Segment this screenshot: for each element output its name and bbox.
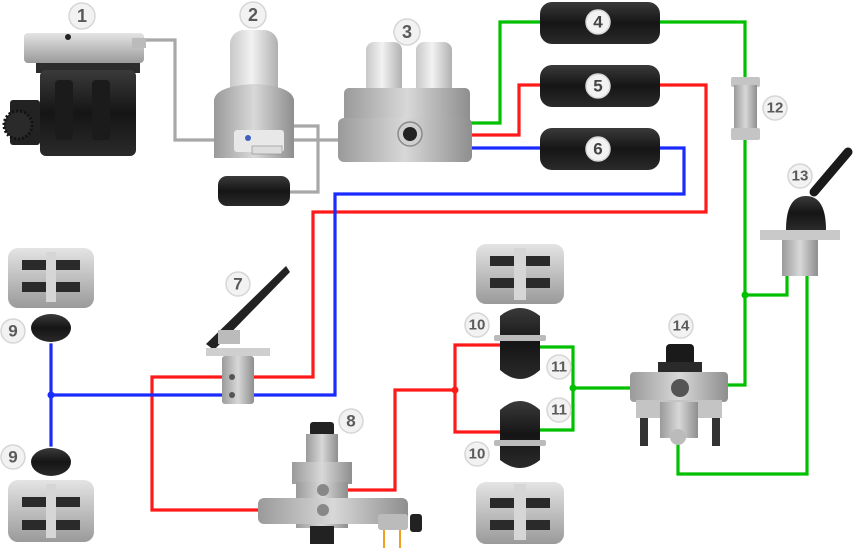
label-6: 6 <box>593 140 602 159</box>
label-2: 2 <box>248 5 258 25</box>
four-circuit-protection-valve[interactable] <box>338 42 472 162</box>
junction-dot <box>47 391 55 399</box>
pipe-relay-to-chambers-11 <box>523 345 632 432</box>
label-3: 3 <box>402 22 412 42</box>
air-reservoir-5[interactable]: 5 <box>540 65 660 107</box>
pipe-tank6-to-foot-valve <box>250 146 686 397</box>
sensor-wire <box>383 530 401 548</box>
rear-brake-upper[interactable] <box>476 244 564 379</box>
junction-dot <box>741 291 749 299</box>
pipe-foot-valve-to-front-chambers <box>49 343 224 447</box>
pipe-dryer-to-regen-tank <box>288 124 320 194</box>
label-11-lower: 11 <box>551 402 567 419</box>
pipes <box>47 20 809 548</box>
pipe-hand-valve-to-relay-control <box>676 273 809 476</box>
pipe-load-valve-to-chambers-10 <box>321 343 514 492</box>
label-10-lower: 10 <box>469 446 486 463</box>
label-12: 12 <box>767 100 784 117</box>
air-compressor[interactable] <box>2 33 146 156</box>
label-9-lower: 9 <box>8 448 17 467</box>
pipe-tank4-to-check-valve <box>658 20 747 80</box>
label-8: 8 <box>346 412 355 431</box>
check-valve[interactable] <box>731 77 760 140</box>
pipe-junction-to-hand-valve <box>743 273 789 297</box>
label-7: 7 <box>233 275 242 294</box>
number-badges: 1 2 3 7 8 9 9 10 10 11 11 12 13 14 <box>0 1 813 470</box>
pipe-valve3-to-tank5 <box>468 83 542 137</box>
label-4: 4 <box>593 13 603 32</box>
regeneration-tank[interactable] <box>218 176 290 206</box>
front-brake-upper[interactable] <box>8 248 94 342</box>
pipe-check-valve-to-relay <box>710 138 747 387</box>
hand-brake-valve[interactable] <box>760 147 853 276</box>
air-dryer[interactable] <box>214 30 294 158</box>
label-9-upper: 9 <box>8 322 17 341</box>
label-1: 1 <box>77 6 87 26</box>
air-reservoir-4[interactable]: 4 <box>540 2 660 44</box>
load-sensing-valve[interactable] <box>258 422 422 544</box>
label-14: 14 <box>673 318 690 335</box>
relay-valve[interactable] <box>630 344 728 446</box>
junction-dot <box>569 384 577 392</box>
front-brake-lower[interactable] <box>8 448 94 542</box>
rear-brake-lower[interactable] <box>476 401 564 544</box>
label-5: 5 <box>593 77 602 96</box>
air-reservoir-6[interactable]: 6 <box>540 128 660 170</box>
pipe-foot-valve-to-load-valve <box>150 375 322 512</box>
foot-brake-valve[interactable] <box>206 266 290 404</box>
pipe-compressor-to-dryer <box>143 38 217 142</box>
pipe-tank5-to-foot-valve <box>250 83 708 379</box>
junction-dot <box>451 386 459 394</box>
label-13: 13 <box>792 168 809 185</box>
label-10-upper: 10 <box>469 317 486 334</box>
label-11-upper: 11 <box>551 359 567 376</box>
pipe-valve3-to-tank4 <box>468 20 542 125</box>
